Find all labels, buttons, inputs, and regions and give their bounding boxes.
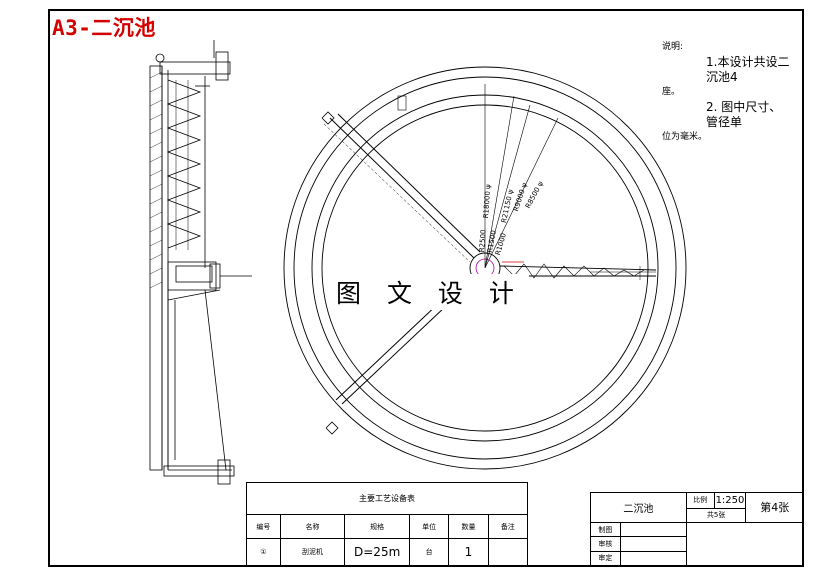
eq-cell-no: ①: [246, 538, 281, 566]
eq-cell-qty: 1: [448, 538, 489, 566]
notes-heading: 说明:: [662, 42, 684, 52]
eq-cell-name: 刮泥机: [279, 538, 346, 566]
eq-header-note: 备注: [487, 514, 529, 539]
note-line-1b: 座。: [662, 87, 681, 97]
sheet-border: [48, 9, 804, 567]
dim-line-2: [484, 95, 515, 269]
eq-header-unit: 单位: [408, 514, 450, 539]
weir-ring: [293, 76, 677, 460]
eq-header-qty: 数量: [448, 514, 489, 539]
bottom-flange: [163, 465, 235, 477]
eq-header-spec: 规格: [344, 514, 410, 539]
inlet-pipe: [215, 51, 229, 81]
note-line-2: 2. 图中尺寸、管径单: [706, 100, 782, 129]
eq-cell-spec: D=25m: [344, 538, 410, 566]
tank-bottom-slope: [204, 289, 227, 471]
equipment-table: 主要工艺设备表 编号 名称 规格 单位 数量 备注 ① 刮泥机 D=25m 台 …: [246, 482, 529, 566]
scale-label: 比例: [685, 492, 715, 509]
baffle-zigzag: [166, 79, 202, 249]
tank-wall: [149, 65, 163, 471]
title-block-name: 二沉池: [590, 492, 687, 523]
central-column: [167, 261, 217, 291]
role-draw: 制图: [590, 521, 621, 538]
note-line-2b: 位为毫米。: [662, 132, 708, 142]
top-flange: [159, 61, 231, 75]
sheet-count: 共5张: [685, 507, 747, 523]
wall-hatching: [149, 71, 163, 289]
eq-header-no: 编号: [246, 514, 281, 539]
sheet-number: 第4张: [745, 492, 804, 523]
notes-block: 说明: 1.本设计共设二沉池4 座。 2. 图中尺寸、管径单 位为毫米。: [662, 40, 790, 145]
bridge-end-lower: [325, 421, 339, 435]
outer-ring: [283, 66, 687, 470]
watermark-text: 图 文 设 计: [330, 274, 529, 310]
section-view: [149, 40, 252, 485]
equipment-table-title: 主要工艺设备表: [246, 482, 528, 515]
role-approve: 审定: [590, 550, 621, 567]
note-line-1: 1.本设计共设二沉池4: [706, 55, 790, 84]
role-review: 审核: [590, 536, 621, 552]
eq-cell-unit: 台: [408, 538, 450, 566]
dim-line-4: [484, 117, 559, 269]
plan-view: [283, 66, 687, 470]
dim-line-3: [484, 104, 531, 269]
eq-cell-note: [487, 538, 529, 566]
scale-value: 1:250: [713, 492, 747, 509]
drawing-title-tag: A3-二沉池: [52, 16, 156, 40]
eq-header-name: 名称: [279, 514, 346, 539]
bridge-end-upper: [321, 111, 335, 125]
title-block: 二沉池 比例 1:250 第4张 共5张 制图 审核 审定: [590, 492, 805, 567]
